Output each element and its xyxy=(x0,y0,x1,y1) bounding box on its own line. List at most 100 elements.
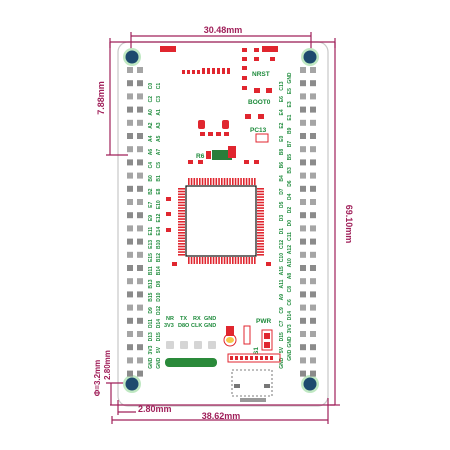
pin-label: A15 xyxy=(279,266,285,275)
pin-label: B2 xyxy=(148,188,154,195)
mcu-pin xyxy=(229,257,231,264)
boot0-label: BOOT0 xyxy=(248,99,271,106)
mcu-pin xyxy=(178,204,185,207)
mcu-pin xyxy=(226,178,229,185)
pin-label: B13 xyxy=(148,279,154,288)
header-pad xyxy=(127,172,133,179)
header-pad xyxy=(127,291,133,298)
pin-label: B7 xyxy=(287,141,293,148)
debug-label-tx: TX xyxy=(180,316,187,322)
mcu-pin xyxy=(212,257,215,264)
header-pad xyxy=(310,304,316,311)
debug-label-nr: NR xyxy=(166,316,174,322)
header-pad xyxy=(300,238,306,245)
pin-label: B10 xyxy=(156,240,162,249)
header-pad xyxy=(300,146,306,153)
header-pad xyxy=(137,185,143,192)
pin-label: E6 xyxy=(279,96,285,102)
pin-label: B14 xyxy=(156,266,162,275)
nrst-label: NRST xyxy=(252,71,270,78)
mcu-pin xyxy=(257,210,264,212)
pin-label: D12 xyxy=(156,306,162,315)
mcu-pin xyxy=(193,178,196,185)
mcu-pin xyxy=(245,257,248,264)
pin-label: E3 xyxy=(287,101,293,107)
mcu-pin xyxy=(257,223,264,226)
header-pad xyxy=(137,146,143,153)
pin-label: E10 xyxy=(156,200,162,209)
mcu-pin xyxy=(240,257,242,264)
mcu-pin xyxy=(178,193,185,196)
pin-label: B11 xyxy=(148,266,154,275)
header-pad xyxy=(127,357,133,364)
header-pad xyxy=(310,278,316,285)
mcu-pin xyxy=(251,178,253,185)
mcu-pin xyxy=(178,212,185,215)
pin-label: B6 xyxy=(279,162,285,169)
header-pad xyxy=(137,93,143,100)
mcu-pin xyxy=(223,257,226,264)
mcu-pin xyxy=(257,232,264,234)
header-pad xyxy=(310,133,316,139)
mcu-pin xyxy=(254,178,256,185)
mcu-chip xyxy=(178,178,264,264)
pin-label: C7 xyxy=(279,320,285,327)
mcu-pin xyxy=(212,178,215,185)
header-pad xyxy=(137,331,143,337)
header-pad xyxy=(127,370,133,377)
pin-label: C9 xyxy=(279,307,285,314)
top-components xyxy=(160,46,278,266)
mcu-pin xyxy=(178,243,185,245)
header-pad xyxy=(127,93,133,100)
mcu-pin xyxy=(196,257,198,264)
pin-label: A10 xyxy=(287,258,293,267)
pin-label: E13 xyxy=(148,240,154,249)
mcu-pin xyxy=(240,178,242,185)
mcu-pin xyxy=(229,178,231,185)
mcu-pin xyxy=(210,178,212,185)
header-pad xyxy=(310,67,316,73)
mcu-pin xyxy=(257,226,264,229)
mcu-pin xyxy=(178,226,185,229)
header-pad xyxy=(300,199,306,205)
header-pad xyxy=(310,80,316,87)
header-pad xyxy=(137,133,143,139)
mcu-pin xyxy=(196,178,198,185)
dim-bottom-width: 38.62mm xyxy=(202,411,241,421)
pin-label: D7 xyxy=(279,188,285,195)
dim-hole-offset-y: 2.80mm xyxy=(103,350,112,380)
pin-label: A6 xyxy=(148,149,154,156)
pin-label: GND xyxy=(148,357,154,369)
mcu-pin xyxy=(257,240,264,242)
debug-header-pads xyxy=(166,341,216,349)
pin-label: B5 xyxy=(287,154,293,161)
mcu-pin xyxy=(257,199,264,201)
pin-label: 3V3 xyxy=(287,324,293,333)
mcu-pin xyxy=(223,178,226,185)
pin-label: E14 xyxy=(156,227,162,236)
mcu-pin xyxy=(178,201,185,204)
pin-label: D10 xyxy=(156,292,162,301)
pin-label: E4 xyxy=(279,109,285,115)
mcu-pin xyxy=(232,178,234,185)
mcu-pin xyxy=(257,193,264,196)
mcu-pin xyxy=(257,190,264,193)
header-pad xyxy=(310,93,316,100)
mcu-pin xyxy=(178,254,185,256)
dim-top-width: 30.48mm xyxy=(204,25,243,35)
mcu-pin xyxy=(178,188,185,190)
pc13-led xyxy=(255,133,269,143)
mcu-pin xyxy=(257,229,264,231)
pin-label: B3 xyxy=(287,167,293,174)
mcu-pin xyxy=(243,178,245,185)
mcu-pin xyxy=(199,257,201,264)
header-pad xyxy=(127,119,133,126)
pin-label: C11 xyxy=(287,232,293,241)
mcu-pin xyxy=(190,178,193,185)
header-pad xyxy=(300,304,306,311)
header-pad xyxy=(127,212,133,219)
pin-label: 3V3 xyxy=(148,345,154,354)
header-pad xyxy=(137,357,143,364)
pin-label: A1 xyxy=(156,109,162,116)
pin-label: D4 xyxy=(287,193,293,200)
